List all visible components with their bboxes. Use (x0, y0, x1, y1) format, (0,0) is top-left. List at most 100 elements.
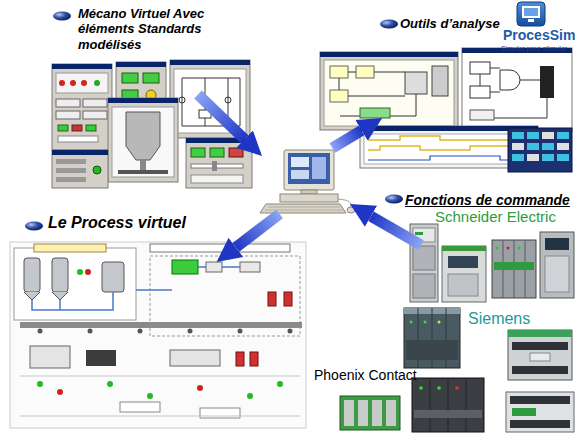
software-window (179, 97, 185, 103)
computer-illustration (284, 150, 334, 190)
plc-hardware (518, 247, 521, 250)
plc-hardware (448, 274, 478, 296)
software-window (199, 110, 211, 118)
software-window (202, 97, 208, 103)
section-title: Fonctions de commande (405, 192, 570, 209)
process-illustration (85, 269, 91, 275)
section-title: Outils d’analyse (400, 16, 500, 31)
process-illustration (136, 267, 240, 290)
software-window (56, 159, 86, 164)
analysis-window (527, 154, 539, 161)
computer-illustration (280, 194, 338, 202)
software-window (210, 148, 224, 157)
software-window (229, 148, 243, 157)
analysis-window (324, 60, 454, 126)
process-illustration (10, 242, 306, 428)
software-window (174, 69, 246, 133)
plc-hardware (372, 400, 382, 426)
plc-hardware (494, 262, 534, 270)
software-window (56, 177, 86, 182)
software-window (58, 125, 68, 131)
plc-hardware (344, 400, 354, 426)
bullet-ellipse (380, 20, 398, 29)
analysis-window (542, 132, 554, 139)
plc-hardware (424, 321, 427, 324)
software-window (143, 73, 159, 83)
plc-hardware (512, 366, 568, 374)
computer-illustration (288, 153, 330, 184)
plc-hardware (510, 420, 570, 428)
plc-hardware (386, 400, 396, 426)
analysis-window (368, 146, 530, 150)
analysis-window (356, 66, 374, 78)
plc-hardware (437, 386, 441, 390)
logo-icon (522, 6, 540, 18)
process-illustration (20, 376, 300, 416)
software-window (225, 97, 231, 103)
software-window (118, 170, 168, 174)
software-window (93, 166, 101, 174)
brand-tagline: Simuler pour stimuler (501, 45, 567, 52)
software-window (59, 80, 65, 86)
analysis-window (512, 132, 524, 139)
plc-hardware (419, 386, 423, 390)
flow-arrow (332, 130, 361, 148)
analysis-window (527, 143, 539, 150)
analysis-window (557, 132, 569, 139)
flow-arrow (198, 95, 245, 140)
process-illustration (206, 262, 222, 272)
process-illustration (236, 352, 244, 366)
software-window (70, 80, 76, 86)
computer-illustration (291, 170, 309, 179)
software-window (122, 73, 138, 83)
software-window (108, 98, 178, 103)
process-view: Le Process virtuel (8, 262, 306, 428)
plc-group: Fonctions de commande (400, 245, 575, 432)
plc-hardware (508, 330, 572, 337)
analysis-window (330, 90, 348, 102)
plc-hardware (413, 246, 435, 270)
process-illustration (197, 385, 203, 391)
software-window (52, 64, 112, 69)
process-illustration (172, 260, 198, 274)
bullet-ellipse (25, 222, 43, 231)
analysis-window (512, 154, 524, 161)
flow-arrow (236, 214, 280, 247)
analysis-window (470, 62, 490, 74)
process-illustration (150, 244, 290, 252)
plc-hardware (496, 247, 499, 250)
logo-icon (517, 2, 545, 26)
vendor-name: Phoenix Contact (314, 368, 417, 382)
computer-illustration (291, 157, 309, 167)
computer-illustration (312, 157, 326, 179)
software-window (58, 136, 98, 142)
plc-hardware (442, 246, 486, 302)
software-window (170, 60, 250, 65)
plc-hardware (512, 342, 568, 350)
bullet-ellipse (53, 12, 71, 21)
analysis-window (557, 143, 569, 150)
process-illustration (86, 350, 116, 366)
plc-hardware (430, 378, 466, 432)
plc-hardware (506, 392, 574, 432)
vendor-name: Siemens (468, 311, 530, 327)
process-illustration (284, 292, 292, 306)
process-illustration (138, 329, 143, 334)
software-window (126, 112, 160, 160)
process-illustration (238, 329, 243, 334)
software-window (56, 99, 80, 107)
software-window (108, 98, 178, 182)
analysis-window (542, 154, 554, 161)
plc-hardware (410, 224, 438, 302)
software-window (112, 107, 174, 177)
process-illustration (147, 393, 153, 399)
software-window (52, 150, 108, 188)
plc-hardware (512, 408, 536, 416)
software-window (56, 73, 108, 93)
analysis-window (500, 70, 520, 90)
software-window (170, 60, 250, 138)
process-illustration (240, 262, 260, 272)
process-illustration (20, 322, 302, 328)
process-illustration (107, 381, 113, 387)
